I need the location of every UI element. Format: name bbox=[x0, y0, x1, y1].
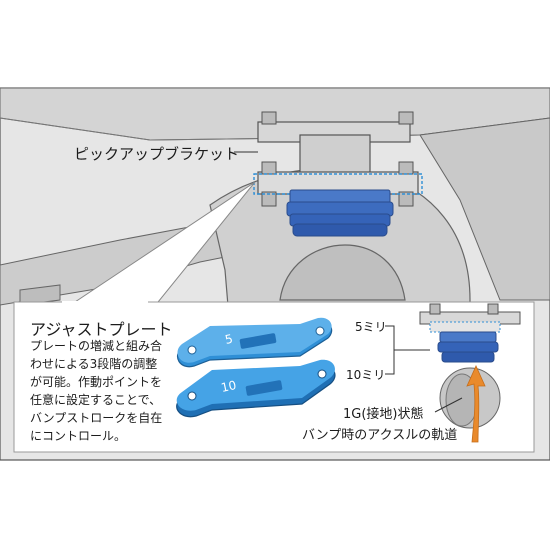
bumpstop-inset bbox=[419, 303, 521, 429]
plate-marking-10: 10 bbox=[220, 378, 238, 395]
plate-marking-5: 5 bbox=[224, 332, 234, 347]
axle-tube-end bbox=[279, 244, 406, 301]
plate-5mm-label: 5ミリ bbox=[355, 320, 387, 334]
adjust-plate-title: アジャストプレート bbox=[30, 320, 173, 339]
description-line: わせによる3段階の調整 bbox=[30, 357, 158, 371]
description-line: 任意に設定することで、 bbox=[30, 393, 162, 407]
description-line: プレートの増減と組み合 bbox=[30, 339, 163, 353]
adjust-plate-5mm bbox=[177, 317, 333, 368]
description-line: バンプストロークを自在 bbox=[30, 411, 163, 425]
plate-10mm-label: 10ミリ bbox=[346, 368, 386, 382]
description-line: にコントロール。 bbox=[30, 429, 127, 443]
bump-trajectory-arrow bbox=[466, 365, 486, 443]
bracket-label: ピックアップブラケット bbox=[74, 145, 240, 163]
adjust-plate-description: プレートの増減と組み合 わせによる3段階の調整 が可能。作動ポイントを 任意に設… bbox=[30, 337, 200, 445]
adjust-plate-10mm bbox=[176, 359, 336, 418]
description-line: が可能。作動ポイントを bbox=[30, 375, 163, 389]
bump-trajectory-label: バンプ時のアクスルの軌道 bbox=[302, 428, 458, 443]
bump-stop bbox=[286, 189, 394, 237]
state-1g-label: 1G(接地)状態 bbox=[343, 407, 424, 422]
pickup-bracket bbox=[257, 111, 419, 207]
